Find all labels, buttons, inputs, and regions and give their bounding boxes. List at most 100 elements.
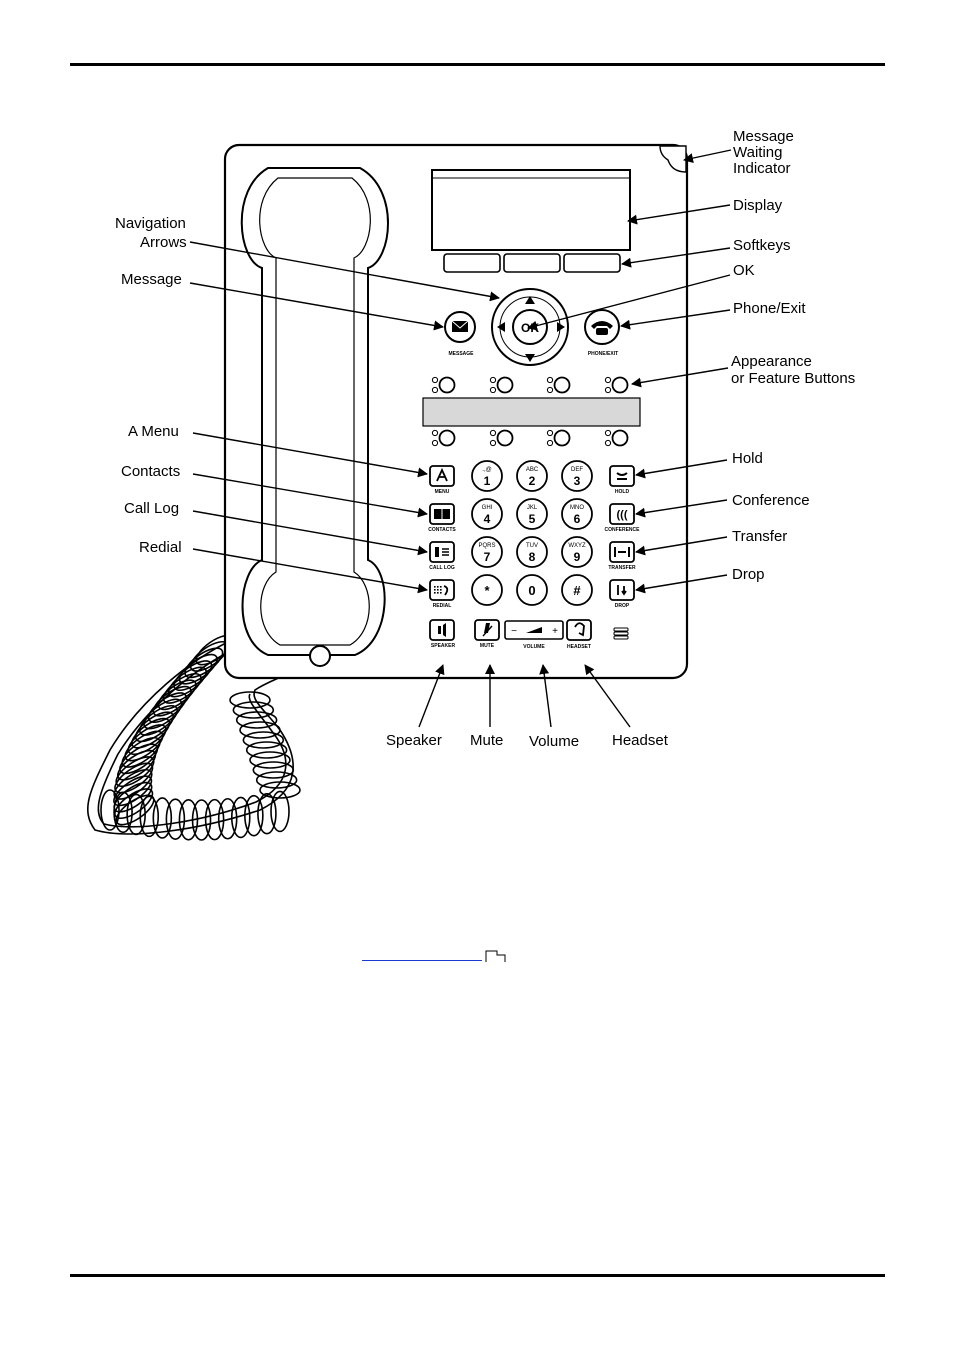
appearance-button[interactable] xyxy=(438,429,456,447)
hold-caption: HOLD xyxy=(615,489,630,495)
redial-icon xyxy=(434,586,436,588)
cord-coil xyxy=(230,796,251,839)
redial-button[interactable] xyxy=(429,579,455,601)
appearance-led xyxy=(604,386,612,394)
keypad-digit: # xyxy=(573,583,581,598)
cord-coil xyxy=(232,701,275,719)
appearance-led xyxy=(604,376,612,384)
keypad-key[interactable] xyxy=(516,460,548,492)
label-mute: Mute xyxy=(470,732,503,749)
appearance-button[interactable] xyxy=(611,429,629,447)
cord-coil xyxy=(244,794,264,837)
softkey-1[interactable] xyxy=(443,253,501,273)
arrow-redial xyxy=(192,548,428,594)
label-softkeys: Softkeys xyxy=(733,237,791,254)
cord-coil xyxy=(127,724,167,756)
nav-right-arrow[interactable] xyxy=(557,322,565,332)
label-appearance-1: Appearance xyxy=(731,353,812,370)
label-transfer: Transfer xyxy=(732,528,787,545)
cord-coil xyxy=(117,749,157,781)
arrow-volume xyxy=(539,664,552,728)
keypad-key[interactable] xyxy=(516,536,548,568)
footer-rule xyxy=(70,1274,885,1277)
keypad-digit: 8 xyxy=(529,550,536,564)
appearance-button[interactable] xyxy=(611,376,629,394)
softkey-3[interactable] xyxy=(563,253,621,273)
speaker-icon xyxy=(438,623,446,637)
nav-up-arrow[interactable] xyxy=(525,296,535,304)
cord-coil xyxy=(204,798,225,841)
redial-icon xyxy=(440,589,442,591)
menu-button[interactable] xyxy=(429,465,455,487)
appearance-led xyxy=(431,386,439,394)
appearance-led xyxy=(604,439,612,447)
keypad-key[interactable] xyxy=(516,498,548,530)
keypad-key[interactable] xyxy=(561,460,593,492)
drop-button[interactable] xyxy=(609,579,635,601)
label-ok: OK xyxy=(733,262,755,279)
conference-caption: CONFERENCE xyxy=(604,527,640,533)
cord-coil xyxy=(157,679,197,711)
keypad-key[interactable] xyxy=(471,498,503,530)
mute-icon xyxy=(482,623,493,637)
appearance-button[interactable] xyxy=(438,376,456,394)
cord-coil xyxy=(229,691,271,709)
redial-icon xyxy=(434,589,436,591)
appearance-led xyxy=(489,376,497,384)
redial-icon xyxy=(440,592,442,594)
appearance-led xyxy=(489,386,497,394)
softkey-2[interactable] xyxy=(503,253,561,273)
transfer-caption: TRANSFER xyxy=(608,565,636,571)
message-caption: MESSAGE xyxy=(448,351,474,357)
label-phone-exit: Phone/Exit xyxy=(733,300,806,317)
appearance-button[interactable] xyxy=(553,429,571,447)
keypad-letters: ABC xyxy=(526,467,539,473)
volume-plus[interactable]: + xyxy=(552,626,558,637)
keypad-key[interactable] xyxy=(471,574,503,606)
nav-left-arrow[interactable] xyxy=(497,322,505,332)
speaker-caption: SPEAKER xyxy=(431,643,456,649)
volume-minus[interactable]: − xyxy=(511,626,517,637)
cord-coil xyxy=(139,795,160,838)
headset-button[interactable] xyxy=(566,619,592,641)
speaker-grille xyxy=(613,627,629,640)
redial-icon xyxy=(434,592,436,594)
arrow-ok xyxy=(527,274,731,331)
label-headset: Headset xyxy=(612,732,669,749)
label-speaker: Speaker xyxy=(386,732,442,749)
appearance-led xyxy=(546,429,554,437)
keypad-key[interactable] xyxy=(561,536,593,568)
transfer-icon xyxy=(614,547,630,557)
phone-exit-button[interactable] xyxy=(584,309,620,345)
appearance-button[interactable] xyxy=(496,376,514,394)
conference-icon: ((( xyxy=(617,509,628,521)
appearance-button[interactable] xyxy=(553,376,571,394)
keypad-letters: MNO xyxy=(570,505,584,511)
redial-caption: REDIAL xyxy=(433,603,452,609)
cross-reference-link[interactable] xyxy=(362,946,482,961)
contacts-caption: CONTACTS xyxy=(428,527,456,533)
cord-coil xyxy=(191,799,212,841)
cord-coil xyxy=(249,751,291,769)
arrow-message xyxy=(189,282,444,331)
cord-coil xyxy=(162,672,202,704)
nav-down-arrow[interactable] xyxy=(525,354,535,362)
drop-icon xyxy=(617,585,627,596)
arrow-display xyxy=(627,204,731,225)
mute-caption: MUTE xyxy=(480,643,495,649)
appearance-button[interactable] xyxy=(496,429,514,447)
keypad-digit: 1 xyxy=(484,474,491,488)
speaker-button[interactable] xyxy=(429,619,455,641)
cord-coil xyxy=(242,731,285,749)
keypad-digit: 2 xyxy=(529,474,536,488)
conference-button[interactable] xyxy=(609,503,635,525)
keypad-key[interactable] xyxy=(561,574,593,606)
keypad-key[interactable] xyxy=(516,574,548,606)
keypad-key[interactable] xyxy=(471,460,503,492)
cord-coil xyxy=(131,717,171,749)
keypad-key[interactable] xyxy=(561,498,593,530)
keypad-key[interactable] xyxy=(471,536,503,568)
keypad-digit: 0 xyxy=(528,583,535,598)
cord-coil xyxy=(252,761,295,779)
